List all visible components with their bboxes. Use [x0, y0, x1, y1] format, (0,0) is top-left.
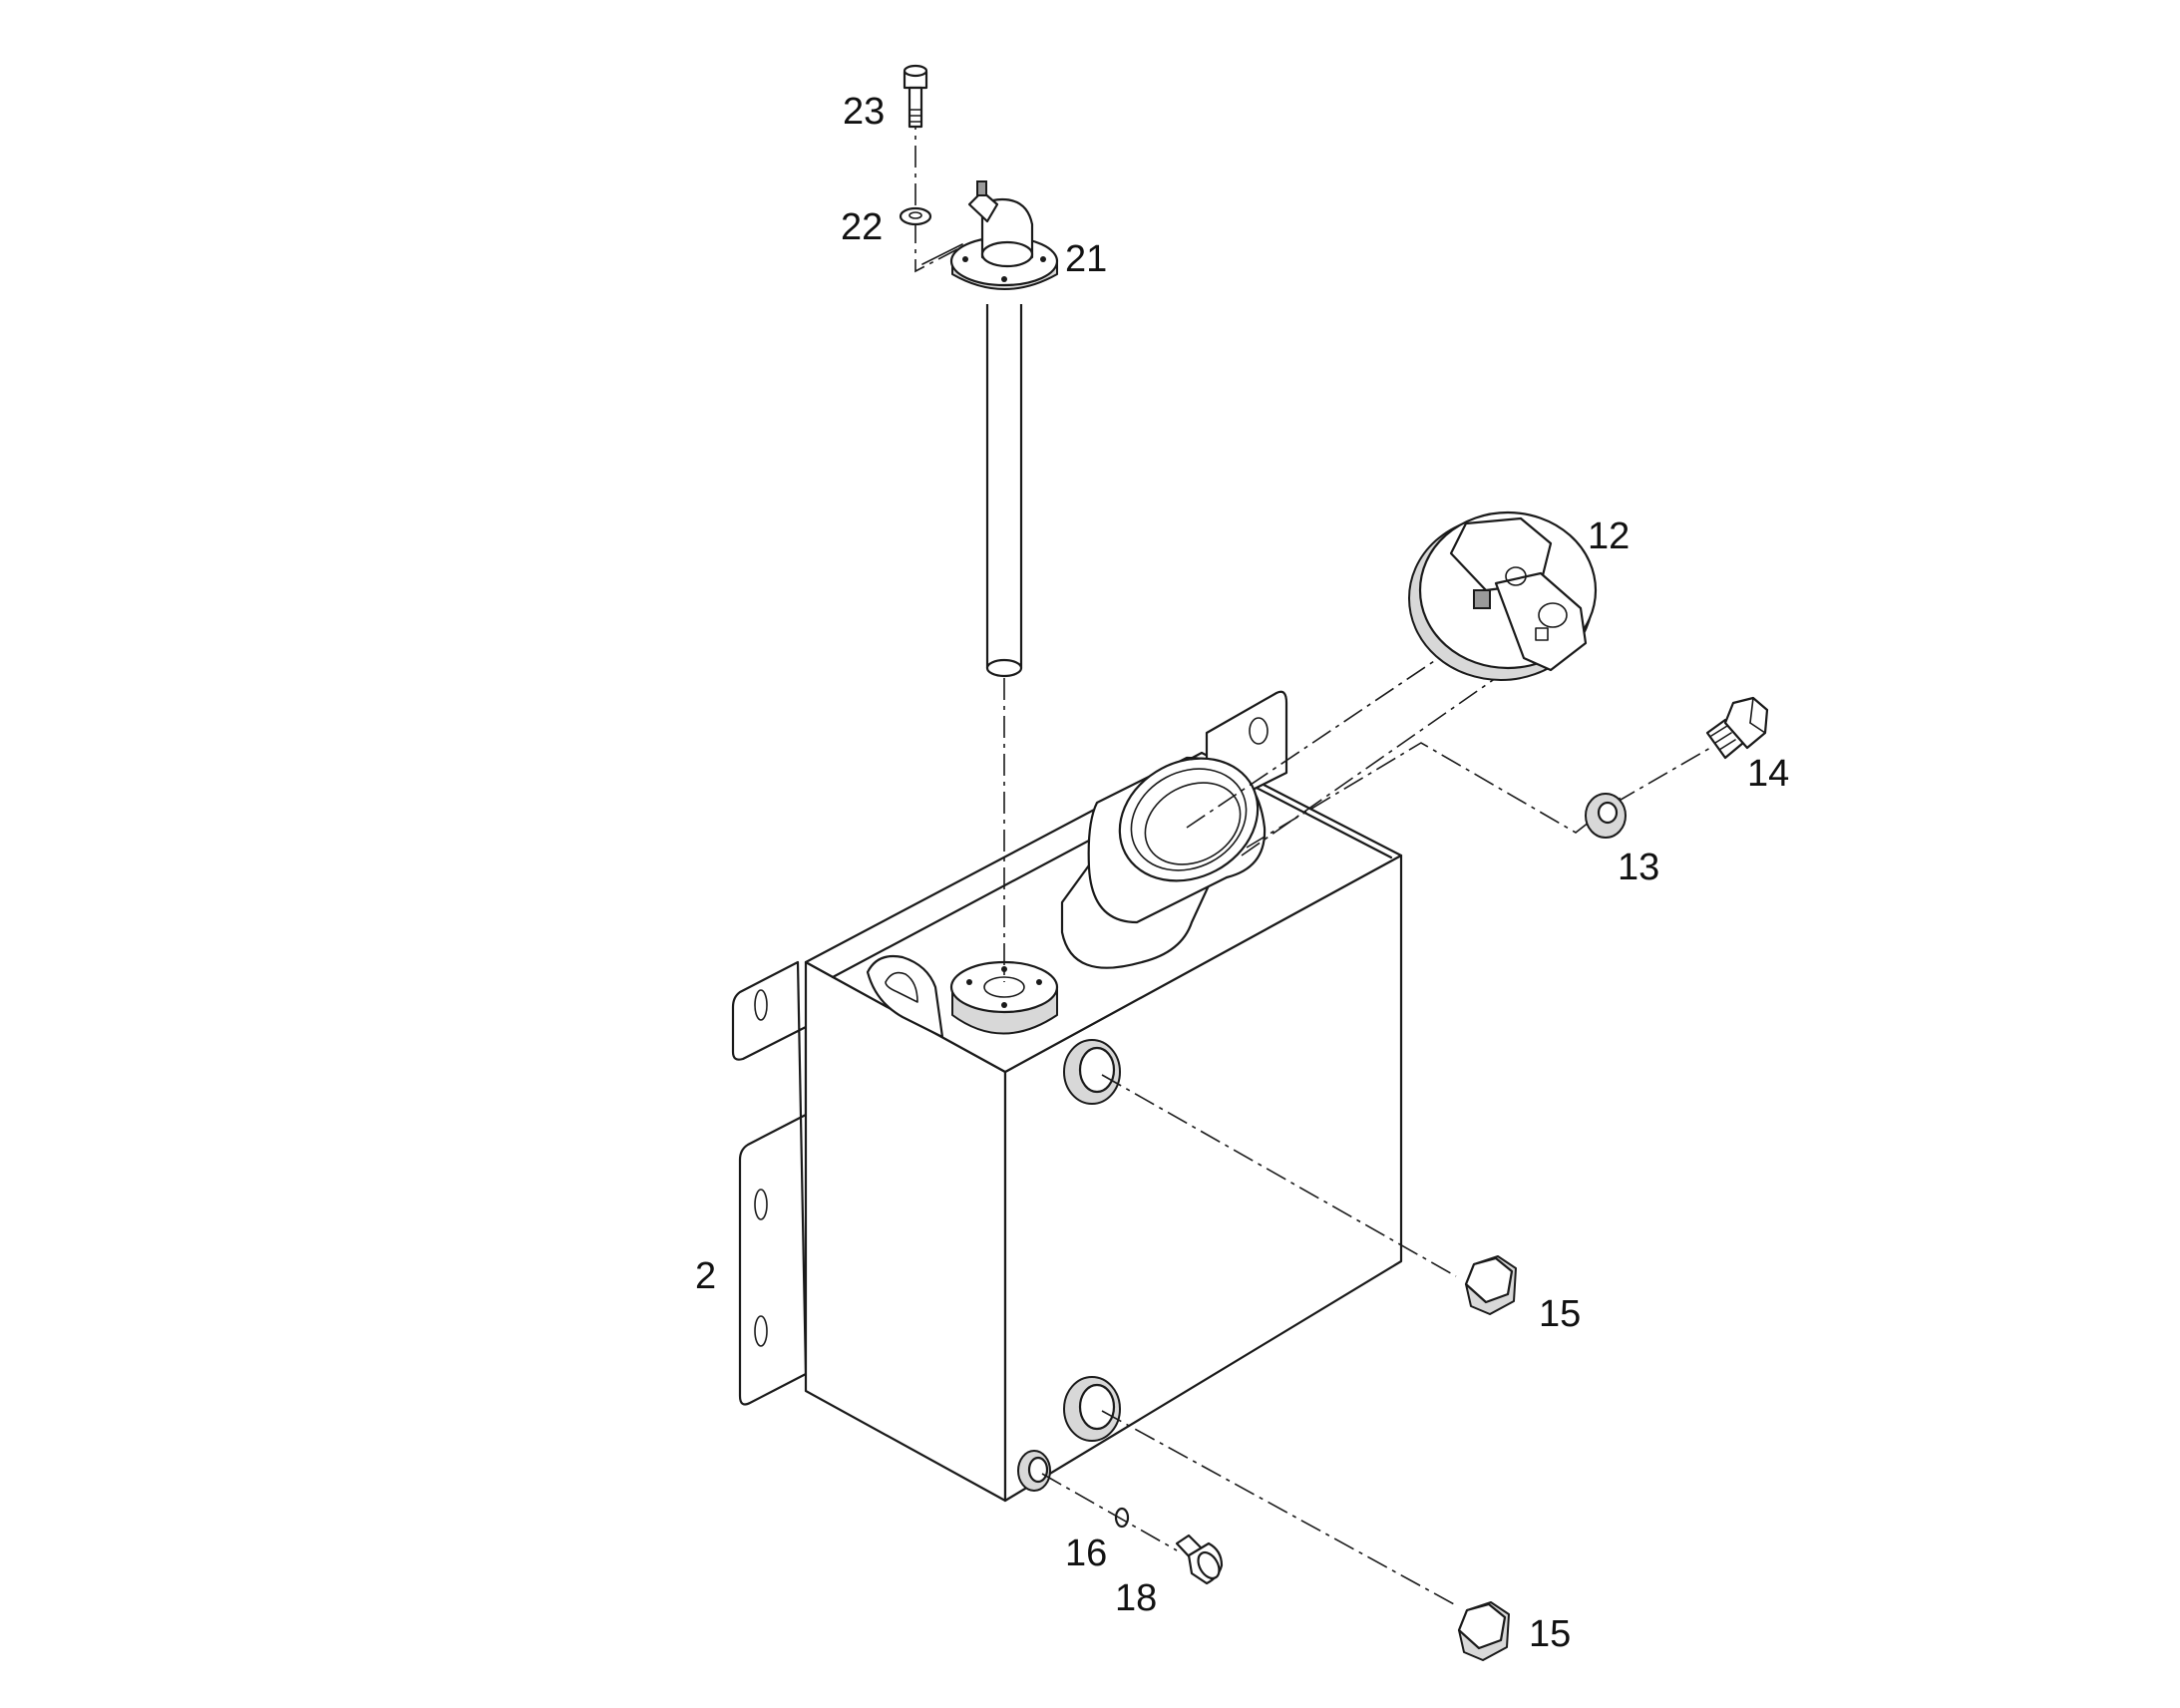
- drain-plug-18: [1175, 1534, 1224, 1585]
- washer-22-outer: [899, 206, 932, 226]
- plug-15-upper-face: [1464, 1256, 1514, 1304]
- o-ring-16-shape: [1114, 1507, 1130, 1529]
- callout-15-lower: 15: [1529, 1613, 1571, 1655]
- cap-fuel-icon: [1473, 589, 1491, 609]
- cap-axis-line-1: [1186, 652, 1447, 829]
- screw-23: [903, 64, 928, 129]
- tab-hole: [885, 971, 918, 1003]
- upper-port-hole: [1078, 1046, 1116, 1094]
- tank-body: [731, 690, 1403, 1503]
- callout-14: 14: [1747, 753, 1789, 795]
- washer-13-inner: [1597, 801, 1619, 825]
- cap-lock-cylinder: [1505, 566, 1527, 586]
- boss-screw-hole: [1001, 966, 1007, 972]
- left-mounting-bracket: [731, 960, 808, 1406]
- filler-neck-opening: [1118, 757, 1260, 882]
- callout-21: 21: [1065, 238, 1107, 280]
- sender-tube-end: [985, 658, 1023, 678]
- flange-hole: [962, 256, 968, 262]
- callout-13: 13: [1618, 847, 1659, 888]
- filler-neck-inner-ring: [1130, 768, 1248, 871]
- o-ring-16: [1114, 1507, 1130, 1529]
- washer-22-inner: [908, 211, 922, 219]
- filler-neck-thread: [1144, 782, 1242, 865]
- bracket-slot: [754, 1189, 768, 1220]
- callout-18: 18: [1115, 1577, 1157, 1619]
- screw-shank: [908, 86, 923, 129]
- filler-cap-12: [1408, 511, 1598, 681]
- screw-head-top: [903, 64, 928, 78]
- boss-screw-hole: [966, 979, 972, 985]
- lower-port-hole: [1078, 1383, 1116, 1431]
- sender-head-base: [980, 240, 1034, 268]
- flange-hole: [1040, 256, 1046, 262]
- sender-leader: [921, 243, 963, 265]
- washer-22: [899, 206, 932, 226]
- bolt-14-head: [1723, 696, 1769, 750]
- sender-terminal: [976, 180, 987, 196]
- screw-axis-line: [914, 70, 958, 273]
- callout-labels: 23 22 21 12 14 13 2 15 15 16 18: [695, 91, 1789, 1655]
- flange-hole: [1001, 276, 1007, 282]
- bolt-axis-line: [1615, 747, 1711, 804]
- assembly-lines: [914, 70, 1711, 1606]
- drain-plug-end: [1197, 1550, 1221, 1580]
- plug-15-lower-face: [1457, 1602, 1507, 1650]
- callout-16: 16: [1065, 1533, 1107, 1574]
- boss-screw-hole: [1036, 979, 1042, 985]
- callout-2: 2: [695, 1255, 716, 1297]
- drain-port-hole: [1027, 1456, 1049, 1484]
- plug-15-upper: [1464, 1255, 1517, 1315]
- callout-23: 23: [843, 91, 885, 133]
- level-sender: [921, 180, 1059, 678]
- callout-22: 22: [841, 206, 883, 248]
- lower-plug-axis: [1101, 1410, 1457, 1606]
- washer-13: [1585, 793, 1627, 839]
- bracket-slot: [754, 1315, 768, 1347]
- rear-tab-hole: [1249, 717, 1269, 745]
- upper-plug-axis: [1101, 1074, 1457, 1277]
- boss-screw-hole: [1001, 1002, 1007, 1008]
- drain-plug-axis: [1041, 1473, 1178, 1551]
- plug-15-lower: [1457, 1601, 1510, 1661]
- sender-boss-hole: [983, 976, 1025, 998]
- bracket-slot: [754, 989, 768, 1021]
- cap-latch-hole: [1538, 602, 1568, 628]
- bolt-14: [1705, 696, 1769, 760]
- callout-12: 12: [1588, 515, 1630, 557]
- sender-tube: [985, 304, 1023, 677]
- cap-keyhole: [1535, 627, 1549, 641]
- callout-15-upper: 15: [1539, 1293, 1581, 1335]
